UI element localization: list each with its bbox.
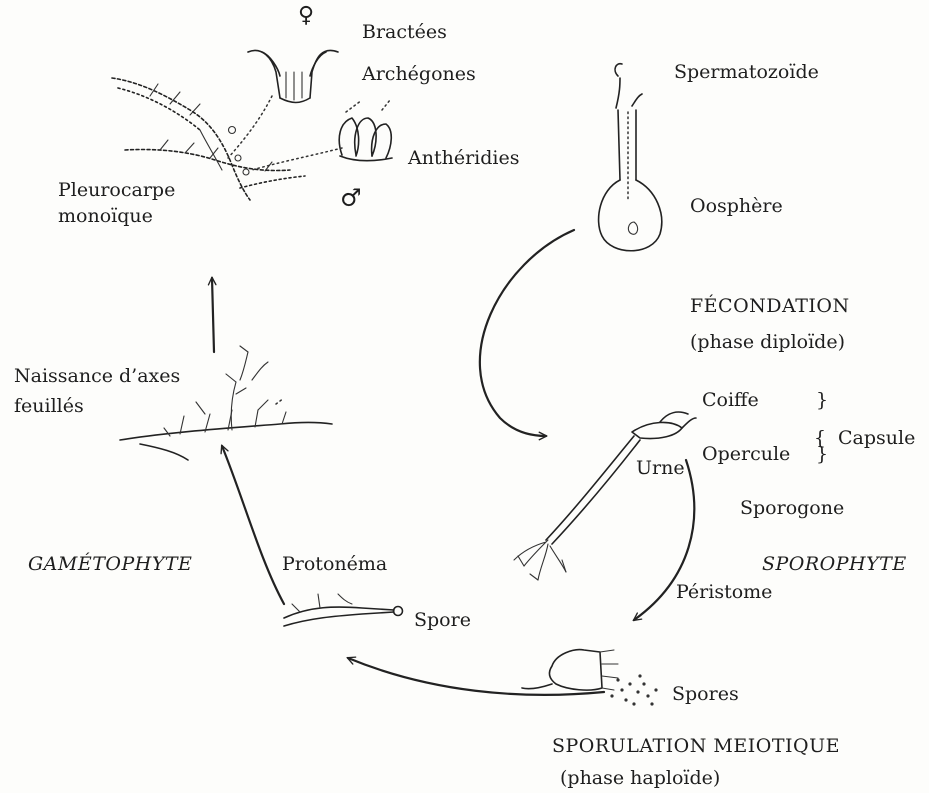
label-capsule: Capsule bbox=[838, 427, 915, 449]
leafy-axes-drawing bbox=[120, 346, 332, 460]
label-sporulation: SPORULATION MEIOTIQUE bbox=[552, 735, 840, 757]
label-phase-haploide: (phase haploïde) bbox=[560, 767, 720, 789]
antheridies-drawing bbox=[339, 100, 392, 161]
label-coiffe: Coiffe bbox=[702, 389, 759, 411]
label-peristome: Péristome bbox=[676, 581, 772, 603]
label-sporophyte: SPOROPHYTE bbox=[762, 553, 907, 575]
label-sporogone: Sporogone bbox=[740, 497, 844, 519]
antheridie-connector bbox=[252, 148, 342, 170]
label-spore: Spore bbox=[414, 609, 471, 631]
label-bractees: Bractées bbox=[362, 21, 447, 43]
protonema-drawing bbox=[284, 594, 403, 626]
label-feuilles: feuillés bbox=[14, 395, 84, 417]
label-spores: Spores bbox=[672, 683, 739, 705]
label-antheridies: Anthéridies bbox=[407, 147, 519, 169]
label-phase-diploide: (phase diploïde) bbox=[690, 331, 845, 353]
sporulating-capsule-drawing bbox=[522, 650, 658, 706]
label-oosphere: Oosphère bbox=[690, 195, 783, 217]
cycle-arrow-fecondation bbox=[480, 230, 574, 436]
brace-coiffe: } bbox=[816, 389, 828, 411]
label-archegones: Archégones bbox=[361, 63, 476, 85]
label-opercule: Opercule bbox=[702, 443, 790, 465]
archegone-flask-drawing bbox=[599, 64, 662, 251]
label-spermatozoide: Spermatozoïde bbox=[674, 61, 819, 83]
male-symbol: ♂ bbox=[340, 184, 362, 212]
label-naissance: Naissance d’axes bbox=[14, 365, 180, 387]
brace-capsule: } bbox=[814, 427, 826, 449]
label-urne: Urne bbox=[636, 457, 685, 479]
label-monoique: monoïque bbox=[58, 205, 153, 227]
label-pleurocarpe: Pleurocarpe bbox=[58, 179, 175, 201]
cycle-arrow-leafy-axes bbox=[212, 278, 214, 352]
female-symbol: ♀ bbox=[298, 3, 314, 28]
sporophyte-drawing bbox=[514, 412, 696, 580]
label-gametophyte: GAMÉTOPHYTE bbox=[28, 552, 192, 575]
cycle-arrow-sporulation bbox=[348, 658, 604, 695]
label-protonema: Protonéma bbox=[282, 553, 387, 575]
cycle-arrow-protonema bbox=[222, 446, 284, 604]
label-fecondation: FÉCONDATION bbox=[690, 294, 850, 317]
archegones-drawing bbox=[248, 50, 338, 102]
